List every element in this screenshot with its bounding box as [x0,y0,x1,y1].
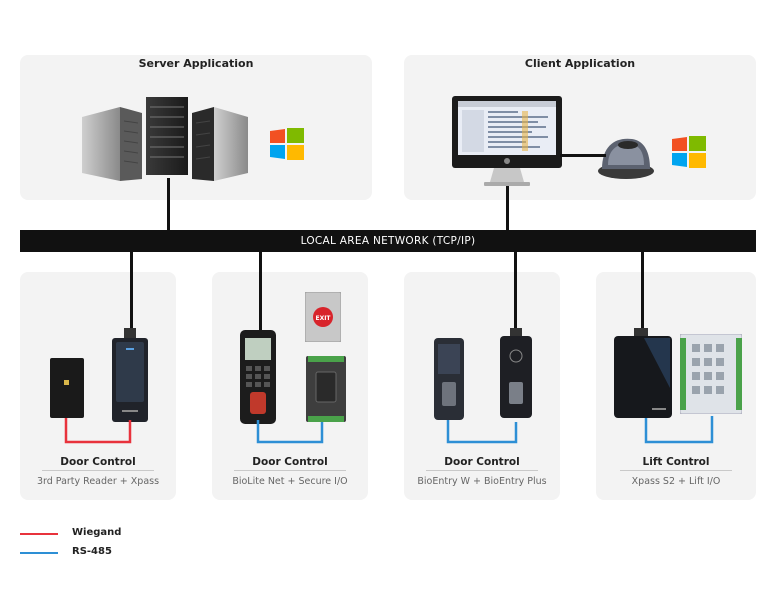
legend-rs485-label: RS-485 [72,546,112,557]
legend-wiegand-label: Wiegand [72,527,122,538]
device-panel-1 [20,272,176,500]
windows-logo-icon [270,128,304,160]
device-title-1: Door Control [60,456,136,468]
client-application-title: Client Application [524,57,636,70]
caption-divider [42,470,154,471]
legend-wiegand-swatch [20,533,58,535]
bioentry-plus-icon [500,328,534,420]
client-network-cable [506,186,509,232]
biolite-net-icon [240,330,278,426]
exit-label: EXIT [315,315,331,322]
wiegand-connection-1 [64,418,132,444]
fingerprint-scanner-icon [596,135,656,181]
device-title-2: Door Control [252,456,328,468]
xpass-reader-icon [112,328,150,424]
rs485-connection-4 [644,416,714,444]
xpass-s2-icon [614,328,674,420]
caption-divider [234,470,346,471]
secure-io-icon [306,356,346,422]
legend-rs485-swatch [20,552,58,554]
server-tower-icon [80,95,270,185]
imac-computer-icon [452,96,562,188]
lift-io-icon [680,334,742,414]
device-panel-3 [404,272,560,500]
rs485-connection-2 [256,420,324,444]
caption-divider [426,470,538,471]
third-party-reader-icon [50,358,86,420]
device-title-3: Door Control [444,456,520,468]
device-network-cable-1 [130,252,133,330]
exit-button-icon: EXIT [305,292,341,342]
caption-divider [620,470,732,471]
server-application-title: Server Application [138,57,254,70]
server-network-cable [167,178,170,232]
device-subtitle-4: Xpass S2 + Lift I/O [631,476,721,487]
device-title-4: Lift Control [642,456,710,468]
device-subtitle-1: 3rd Party Reader + Xpass [36,476,160,487]
rs485-connection-3 [446,420,518,444]
device-subtitle-2: BioLite Net + Secure I/O [232,476,348,487]
device-network-cable-3 [514,252,517,330]
device-subtitle-3: BioEntry W + BioEntry Plus [417,476,547,487]
usb-cable [560,154,606,157]
windows-logo-icon [672,136,706,168]
local-area-network-bar: LOCAL AREA NETWORK (TCP/IP) [20,230,756,252]
bioentry-w-icon [434,338,466,422]
device-network-cable-2 [259,252,262,330]
device-network-cable-4 [641,252,644,330]
